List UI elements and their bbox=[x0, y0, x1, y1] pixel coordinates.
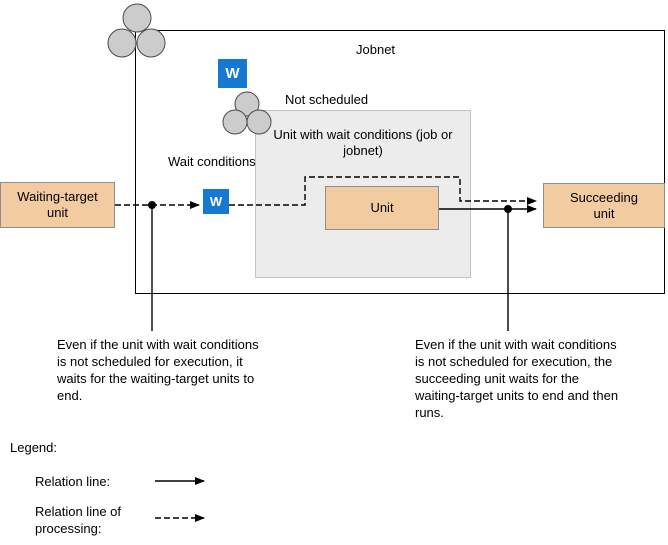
jobnet-label: Jobnet bbox=[356, 42, 396, 57]
left-callout-text: Even if the unit with wait conditions is… bbox=[57, 337, 259, 403]
unit-box: Unit bbox=[325, 186, 439, 230]
succeeding-unit-box: Succeeding unit bbox=[543, 183, 665, 228]
not-scheduled-label: Not scheduled bbox=[285, 92, 369, 107]
wait-condition-icon-large: W bbox=[218, 59, 247, 88]
waiting-target-unit-box: Waiting-target unit bbox=[0, 182, 115, 228]
right-callout-text: Even if the unit with wait conditions is… bbox=[415, 337, 619, 420]
wait-condition-icon-small: W bbox=[203, 189, 229, 214]
legend-processing-line-label: Relation line of processing: bbox=[35, 504, 121, 536]
wait-conditions-label: Wait conditions bbox=[168, 154, 256, 169]
unit-with-wait-conditions-title: Unit with wait conditions (job or jobnet… bbox=[273, 127, 453, 158]
legend-relation-line-label: Relation line: bbox=[35, 474, 111, 489]
legend-title: Legend: bbox=[10, 440, 57, 455]
